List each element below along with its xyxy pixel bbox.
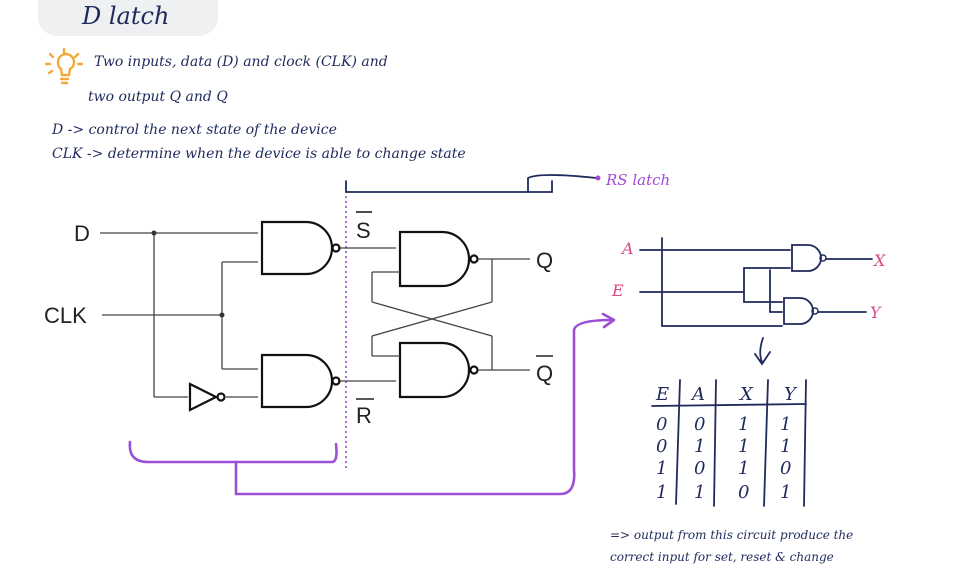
svg-text:0: 0 xyxy=(656,436,667,457)
small-input-a-label: A xyxy=(620,239,634,258)
s-bar-label: S xyxy=(356,218,371,243)
table-header-x: X xyxy=(738,384,754,405)
rs-latch-label: RS latch xyxy=(606,171,671,189)
truth-table: E A X Y 0 0 1 1 0 1 1 1 1 0 1 0 1 1 0 1 xyxy=(651,379,807,507)
input-clk-label: CLK xyxy=(44,303,87,328)
title-pill xyxy=(38,0,218,36)
arrow-right-icon xyxy=(601,312,616,329)
arrow-down-icon xyxy=(754,337,771,366)
note-line-2: two output Q and Q xyxy=(88,89,228,105)
svg-text:0: 0 xyxy=(780,458,791,479)
svg-text:1: 1 xyxy=(694,436,705,457)
footer-note-line-1: => output from this circuit produce the xyxy=(610,528,854,542)
nand-gate-1 xyxy=(260,220,341,276)
junction-d xyxy=(151,230,157,236)
note-line-4: CLK -> determine when the device is able… xyxy=(52,146,466,162)
table-header-e: E xyxy=(655,384,669,405)
svg-text:0: 0 xyxy=(738,482,749,503)
output-q-label: Q xyxy=(536,248,553,273)
table-row: 0 1 1 1 xyxy=(656,436,791,457)
page-title: D latch xyxy=(82,2,170,30)
r-bar-label: R xyxy=(356,403,372,428)
table-row: 1 1 0 1 xyxy=(656,482,791,503)
input-stage-bracket xyxy=(128,318,614,496)
nand-gate-2 xyxy=(260,353,341,409)
nand-gate-4 xyxy=(398,341,479,399)
rs-bracket xyxy=(345,174,597,193)
svg-text:1: 1 xyxy=(738,458,749,479)
svg-text:0: 0 xyxy=(694,414,705,435)
not-gate xyxy=(188,382,226,412)
svg-text:1: 1 xyxy=(656,482,667,503)
svg-text:1: 1 xyxy=(738,414,749,435)
svg-text:1: 1 xyxy=(780,414,791,435)
small-nand-gate-1 xyxy=(791,244,827,272)
rs-arrow-dot xyxy=(595,175,601,181)
small-nand-gate-2 xyxy=(783,297,819,325)
footer-note-line-2: correct input for set, reset & change xyxy=(610,550,834,564)
table-row: 1 0 1 0 xyxy=(656,458,791,479)
svg-text:1: 1 xyxy=(694,482,705,503)
wires-left xyxy=(100,232,396,398)
table-header-a: A xyxy=(690,384,705,405)
note-line-1: Two inputs, data (D) and clock (CLK) and xyxy=(94,54,388,70)
wires-right xyxy=(371,258,530,371)
svg-text:1: 1 xyxy=(780,482,791,503)
output-q-bar-label: Q xyxy=(536,361,553,386)
svg-text:0: 0 xyxy=(694,458,705,479)
svg-text:1: 1 xyxy=(656,458,667,479)
note-line-3: D -> control the next state of the devic… xyxy=(52,122,337,138)
table-row: 0 0 1 1 xyxy=(656,414,791,435)
table-header-y: Y xyxy=(784,384,798,405)
svg-text:0: 0 xyxy=(656,414,667,435)
lightbulb-icon xyxy=(44,48,84,85)
nand-gate-3 xyxy=(398,230,479,288)
input-d-label: D xyxy=(74,221,90,246)
svg-text:1: 1 xyxy=(738,436,749,457)
svg-text:1: 1 xyxy=(780,436,791,457)
small-output-x-label: X xyxy=(872,251,886,270)
small-circuit-wires xyxy=(639,237,873,327)
junction-clk xyxy=(219,312,225,318)
small-output-y-label: Y xyxy=(870,303,882,322)
small-input-e-label: E xyxy=(611,281,624,300)
